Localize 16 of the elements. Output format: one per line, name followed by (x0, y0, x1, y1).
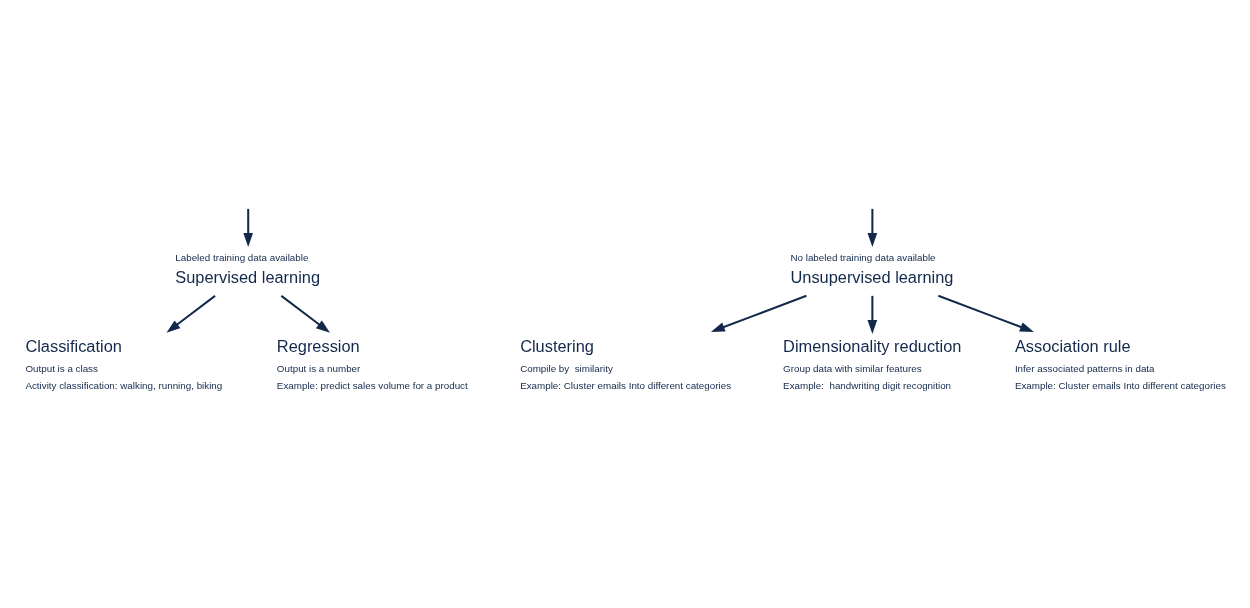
arrow (243, 208, 254, 247)
arrow (937, 294, 1034, 332)
node-text: Classification Output is a class Activity classification: walking, running, biking (25, 337, 223, 391)
arrow (710, 294, 807, 332)
arrow (280, 295, 330, 333)
node-text: Dimensionality reduction Group data with similar features Example: handwriting digit recognition (783, 337, 962, 391)
node-text: Regression Output is a number Example: predict sales volume for a product (276, 337, 468, 391)
arrow (867, 295, 878, 334)
arrow (166, 295, 216, 333)
node-text: Association rule Infer associated patterns in data Example: Cluster emails Into different categories (1014, 337, 1226, 391)
node-text: Unsupervised learning (790, 268, 954, 286)
arrow (867, 208, 878, 247)
node-text: Clustering Compile by similarity Example: Cluster emails Into different categories (520, 337, 732, 391)
node-label: No labeled training data available (790, 251, 936, 263)
node-text: Supervised learning (175, 268, 321, 286)
node-label: Labeled training data available (175, 251, 309, 263)
